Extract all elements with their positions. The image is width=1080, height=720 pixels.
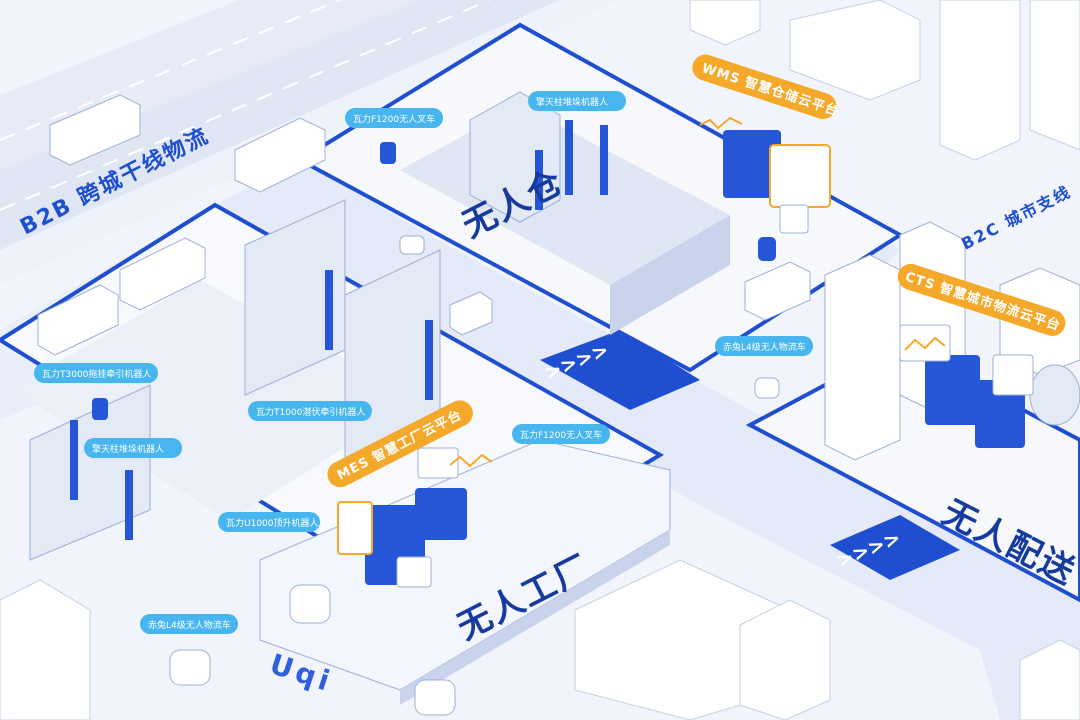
label-forklift-top: 瓦力F1200无人叉车	[345, 108, 443, 128]
label-lift: 瓦力U1000顶升机器人	[218, 512, 320, 532]
label-forklift-top-text: 瓦力F1200无人叉车	[353, 113, 435, 125]
label-lift-text: 瓦力U1000顶升机器人	[226, 517, 319, 529]
label-latent-text: 瓦力T1000潜伏牵引机器人	[256, 406, 365, 418]
label-stacker-top: 擎天柱堆垛机器人	[528, 91, 626, 111]
label-vehicle-bottom: 赤兔L4级无人物流车	[140, 614, 238, 634]
trucks	[37, 94, 811, 716]
wms-dashboard	[699, 116, 831, 234]
label-forklift-factory: 瓦力F1200无人叉车	[512, 424, 610, 444]
label-stacker-left: 擎天柱堆垛机器人	[84, 438, 182, 458]
label-forklift-factory-text: 瓦力F1200无人叉车	[520, 429, 602, 441]
label-stacker-top-text: 擎天柱堆垛机器人	[536, 96, 608, 108]
b2c-road-label: B2C 城市支线	[958, 182, 1074, 254]
label-latent: 瓦力T1000潜伏牵引机器人	[248, 401, 372, 421]
label-vehicle-mid: 赤兔L4级无人物流车	[715, 336, 813, 356]
label-tractor: 瓦力T3000拖挂牵引机器人	[34, 363, 158, 383]
label-vehicle-mid-text: 赤兔L4级无人物流车	[723, 341, 806, 353]
cts-dashboard	[899, 324, 1034, 448]
label-vehicle-bottom-text: 赤兔L4级无人物流车	[148, 619, 231, 631]
label-stacker-left-text: 擎天柱堆垛机器人	[92, 443, 164, 455]
label-tractor-text: 瓦力T3000拖挂牵引机器人	[42, 368, 151, 380]
mes-dashboard	[337, 447, 493, 588]
